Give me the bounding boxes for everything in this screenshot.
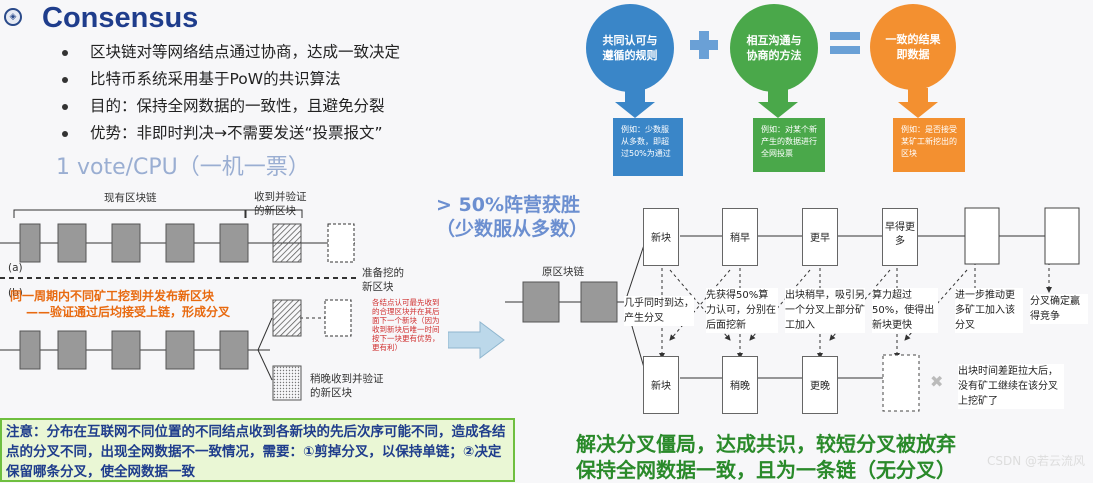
bottom-block-new-label: 新块 [651, 381, 671, 392]
bottom-line-1: 解决分叉僵局，达成共识，较短分叉被放弃 [576, 432, 956, 456]
fork-orange-note: 同一周期内不同矿工挖到并发布新区块 ——验证通过后均接受上链，形成分叉 [10, 288, 230, 320]
bottom-block-later: 稍晚 [722, 356, 758, 414]
annotation-push: 进一步推动更多矿工加入该分叉 [955, 288, 1023, 333]
top-block-earlier-label: 更早 [810, 233, 830, 244]
bottom-line-2: 保持全网数据一致，且为一条链（无分叉） [576, 458, 956, 482]
new-verified-label: 收到并验证的新区块 [254, 191, 307, 217]
method-circle-text: 相互沟通与协商的方法 [746, 34, 802, 62]
close-icon: ✖ [930, 372, 944, 391]
note-text: 注意：分布在互联网不同位置的不同结点收到各新块的先后次序可能不同，造成各结点的分… [6, 424, 506, 480]
bullet-item: 比特币系统采用基于PoW的共识算法 [58, 67, 400, 94]
annotation-fork: 几乎同时到达，产生分叉 [624, 296, 694, 326]
equals-icon-lower [830, 46, 860, 54]
result-circle: 一致的结果即数据 [870, 4, 956, 90]
fork-diagram-right [505, 207, 1080, 412]
watermark: CSDN @若云流风 [986, 454, 1085, 468]
fork-diagram-left [0, 209, 360, 401]
pending-block-label: 准备挖的新区块 [362, 267, 404, 293]
orig-chain-label: 原区块链 [542, 266, 584, 278]
top-block-earlier: 更早 [802, 208, 838, 266]
plus-icon-vertical [699, 31, 709, 59]
top-block-early: 稍早 [722, 208, 758, 266]
rule-circle-text: 共同认可与遵循的规则 [602, 34, 658, 62]
majority-caption: > 50%阵营获胜（少数服从多数） [436, 193, 606, 241]
red-note: 各结点认可最先收到的合理区块并在其后面下一个新块（因为收到新块后唯一时间按下一块… [372, 298, 440, 352]
annotation-attract: 出块稍早，吸引另一个分叉上部分矿工加入 [785, 288, 865, 333]
bullet-item: 目的：保持全网数据的一致性，且避免分裂 [58, 94, 400, 121]
note-box [0, 418, 515, 482]
bullet-item: 优势：非即时判决→不需要发送“投票报文” [58, 121, 400, 148]
annotation-abandon: 出块时间差距拉大后，没有矿工继续在该分叉上挖矿了 [958, 364, 1064, 409]
bullet-list: 区块链对等网络结点通过协商，达成一致决定 比特币系统采用基于PoW的共识算法 目… [58, 40, 400, 148]
annotation-win: 分叉确定赢得竞争 [1030, 294, 1088, 324]
equals-icon [830, 32, 860, 40]
result-circle-text: 一致的结果即数据 [885, 33, 941, 61]
top-block-much-earlier-label: 早得更多 [885, 222, 915, 247]
bottom-block-much-later-label: 更晚 [810, 381, 830, 392]
annotation-faster: 算力超过50%，使得出新块更快 [872, 288, 938, 333]
top-block-new-label: 新块 [651, 233, 671, 244]
bottom-block-new: 新块 [643, 356, 679, 414]
connector-arrows [615, 88, 938, 118]
label-a: (a) [8, 262, 23, 274]
example-method: 例如：对某个新产生的数据进行全网投票 [753, 118, 825, 172]
label-b: (b) [8, 287, 23, 299]
majority-line: > 50%阵营获胜（少数服从多数） [436, 194, 589, 240]
example-rule: 例如：少数服从多数，即超过50%为通过 [613, 118, 683, 176]
example-result: 例如：是否接受某矿工新挖出的区块 [893, 118, 965, 172]
slight-later-label: 稍晚收到并验证的新区块 [310, 373, 384, 399]
top-block-early-label: 稍早 [730, 233, 750, 244]
transition-arrow-icon [448, 321, 505, 359]
logo-icon: ◈ [4, 8, 22, 26]
method-circle: 相互沟通与协商的方法 [730, 4, 818, 92]
top-block-new: 新块 [643, 208, 679, 266]
orange-line-1: 同一周期内不同矿工挖到并发布新区块 [10, 289, 215, 303]
vote-caption: 1 vote/CPU（一机一票） [56, 155, 310, 180]
bottom-block-much-later: 更晚 [802, 356, 838, 414]
annotation-50pct: 先获得50%算力认可，分别在后面挖新 [706, 288, 778, 333]
bottom-block-later-label: 稍晚 [730, 381, 750, 392]
existing-chain-label: 现有区块链 [104, 192, 157, 204]
top-block-much-earlier: 早得更多 [882, 208, 918, 266]
orange-line-2: ——验证通过后均接受上链，形成分叉 [26, 305, 231, 319]
bullet-item: 区块链对等网络结点通过协商，达成一致决定 [58, 40, 400, 67]
rule-circle: 共同认可与遵循的规则 [586, 4, 674, 92]
slide-title: Consensus [42, 2, 199, 34]
